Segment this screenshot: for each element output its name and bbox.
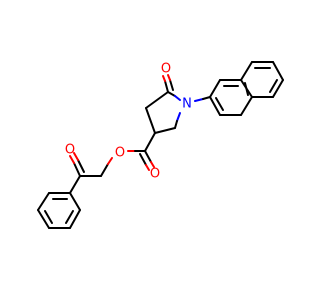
- bond: [167, 91, 176, 97]
- bond: [144, 132, 156, 152]
- bond: [73, 152, 79, 161]
- bond: [240, 96, 253, 116]
- bond: [69, 155, 75, 164]
- bond: [100, 163, 109, 177]
- bond: [272, 61, 284, 81]
- bond: [164, 80, 169, 93]
- bond: [272, 79, 284, 98]
- bond: [69, 192, 81, 211]
- bond: [174, 95, 181, 101]
- ester-bridge-oxygen-label: O: [115, 146, 125, 161]
- molecule-structure: O O O O N: [37, 61, 284, 229]
- ketone-oxygen-label: O: [65, 143, 75, 158]
- bonds: [37, 61, 284, 229]
- bond: [150, 161, 155, 168]
- bond: [215, 97, 224, 111]
- bond: [65, 210, 74, 224]
- bond: [169, 79, 174, 91]
- bond: [167, 74, 171, 81]
- bond: [269, 79, 278, 93]
- bond: [240, 61, 253, 81]
- bond: [162, 75, 166, 82]
- atom-labels: O O O O N: [65, 62, 192, 182]
- bond: [77, 159, 85, 173]
- lactam-oxygen-label: O: [161, 62, 171, 77]
- bond: [73, 162, 81, 177]
- bond: [37, 209, 50, 229]
- bond: [174, 120, 178, 129]
- bond: [69, 175, 81, 194]
- bond: [202, 96, 211, 100]
- bond: [176, 112, 181, 122]
- bond: [194, 98, 204, 102]
- bond: [154, 127, 176, 134]
- bond: [37, 192, 50, 211]
- ester-carbonyl-oxygen-label: O: [150, 167, 160, 182]
- bond: [44, 210, 53, 224]
- bond: [145, 91, 169, 109]
- bond: [139, 153, 147, 166]
- bond: [145, 164, 150, 171]
- bond: [144, 150, 152, 163]
- bond: [107, 157, 113, 165]
- bond: [209, 96, 221, 116]
- bond: [209, 79, 221, 98]
- bond: [244, 82, 249, 96]
- ring-nitrogen-label: N: [182, 97, 192, 112]
- bond: [69, 209, 81, 229]
- bond: [145, 107, 156, 134]
